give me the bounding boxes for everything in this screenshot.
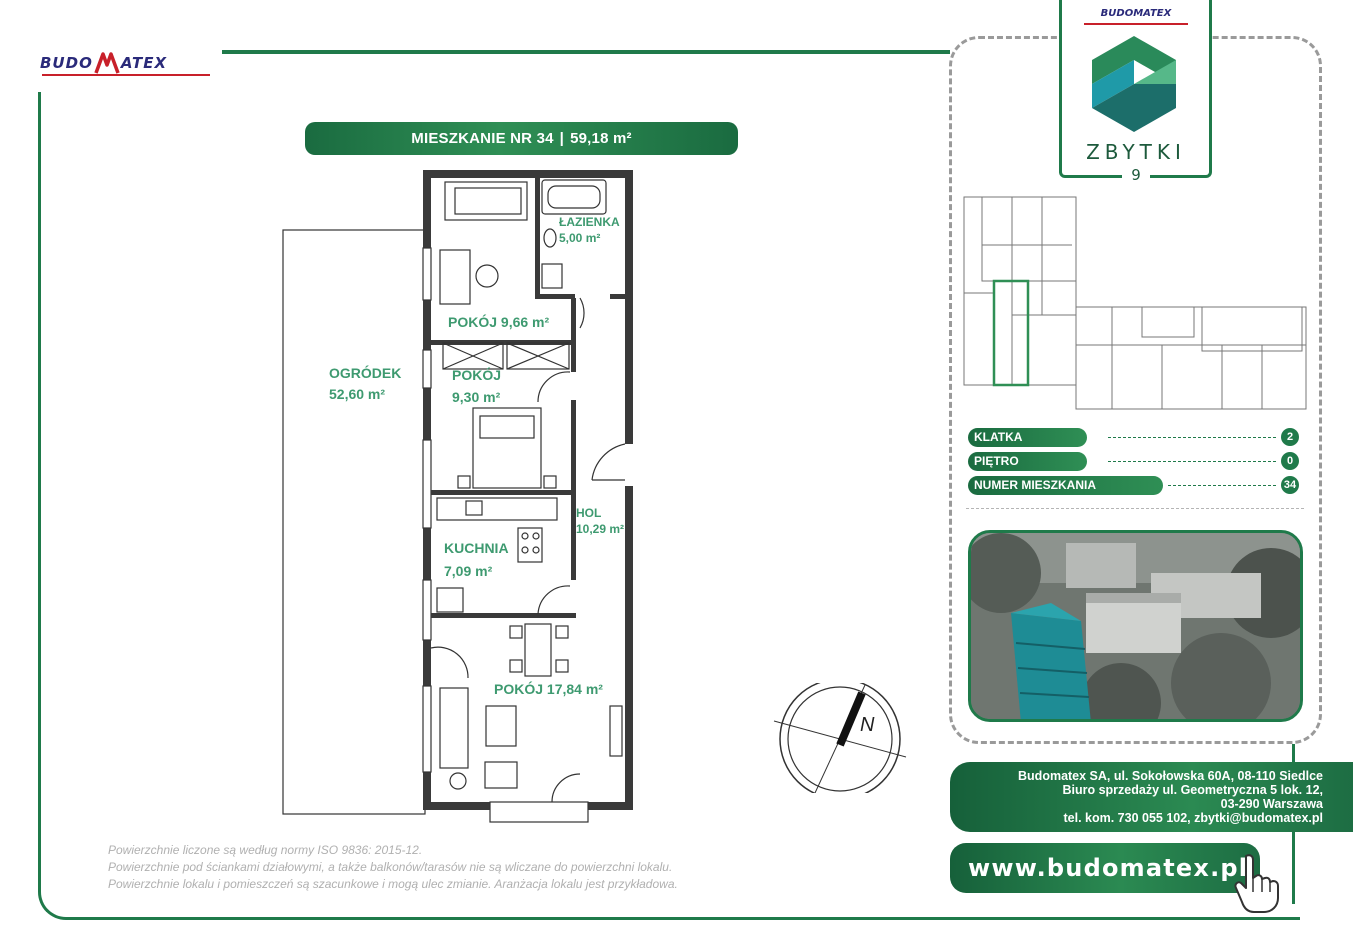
- building-aerial-photo: [968, 530, 1303, 722]
- garden-area: 52,60 m²: [329, 386, 386, 402]
- pointing-hand-icon: [1234, 854, 1279, 913]
- aerial-photo-illustration: [971, 533, 1300, 719]
- contact-city: 03-290 Warszawa: [1220, 797, 1323, 811]
- apartment-number-leader: [1168, 485, 1276, 486]
- room2-area: 9,30 m²: [452, 389, 501, 405]
- top-divider-line: [222, 50, 950, 54]
- floor-plan: OGRÓDEK 52,60 m² ŁAZIENKA 5,00 m² POKÓJ …: [280, 168, 650, 828]
- room1-label: POKÓJ 9,66 m²: [448, 314, 550, 330]
- floor-value: 0: [1281, 452, 1299, 470]
- apartment-number-label: NUMER MIESZKANIA: [968, 476, 1163, 495]
- floor-label: PIĘTRO: [968, 452, 1087, 471]
- compass-icon: N: [773, 683, 907, 793]
- project-box-brand: BUDOMATEX: [1082, 8, 1190, 25]
- building-key-plan: [963, 196, 1307, 410]
- bathroom-name: ŁAZIENKA: [559, 215, 620, 229]
- staircase-leader: [1108, 437, 1276, 438]
- disclaimer-line: Powierzchnie lokalu i pomieszczeń są sza…: [108, 877, 678, 891]
- panel-divider: [966, 508, 1304, 509]
- website-link[interactable]: www.budomatex.pl: [950, 843, 1260, 893]
- room2-name: POKÓJ: [452, 367, 502, 383]
- apartment-number-value: 34: [1281, 476, 1299, 494]
- contact-sales-office: Biuro sprzedaży ul. Geometryczna 5 lok. …: [1062, 783, 1323, 797]
- logo-text-right: ATEX: [120, 54, 168, 72]
- contact-address: Budomatex SA, ul. Sokołowska 60A, 08-110…: [1018, 769, 1323, 783]
- disclaimer: Powierzchnie liczone są według normy ISO…: [108, 842, 748, 893]
- staircase-value: 2: [1281, 428, 1299, 446]
- apartment-banner: MIESZKANIE NR 34 | 59,18 m²: [305, 122, 738, 155]
- logo-m-mark-icon: [94, 52, 120, 74]
- bathroom-area: 5,00 m²: [559, 231, 601, 245]
- kitchen-name: KUCHNIA: [444, 540, 509, 556]
- banner-separator: |: [559, 130, 565, 147]
- contact-lines: Budomatex SA, ul. Sokołowska 60A, 08-110…: [1018, 769, 1323, 825]
- hall-name: HOL: [576, 506, 602, 520]
- logo-text-left: BUDO: [40, 54, 93, 72]
- project-number: 9: [1122, 166, 1150, 188]
- zbytki-logo-icon: [1092, 36, 1176, 132]
- hall-area: 10,29 m²: [576, 522, 625, 536]
- compass-north-label: N: [860, 714, 875, 736]
- logo-underline: [42, 74, 210, 76]
- contact-box: Budomatex SA, ul. Sokołowska 60A, 08-110…: [950, 762, 1353, 832]
- kitchen-area: 7,09 m²: [444, 563, 493, 579]
- contact-phone-email[interactable]: tel. kom. 730 055 102, zbytki@budomatex.…: [1063, 811, 1323, 825]
- disclaimer-line: Powierzchnie liczone są według normy ISO…: [108, 843, 423, 857]
- budomatex-logo: BUDO ATEX: [40, 48, 210, 78]
- staircase-label: KLATKA: [968, 428, 1087, 447]
- project-name: ZBYTKI: [1086, 140, 1186, 164]
- room3-label: POKÓJ 17,84 m²: [494, 681, 603, 697]
- apartment-area: 59,18 m²: [570, 130, 632, 147]
- disclaimer-line: Powierzchnie pod ściankami działowymi, a…: [108, 860, 673, 874]
- garden-name: OGRÓDEK: [329, 365, 402, 381]
- floor-plan-drawing: [282, 170, 633, 823]
- page-frame: [38, 92, 1300, 920]
- apartment-number: MIESZKANIE NR 34: [411, 130, 554, 147]
- floor-leader: [1108, 461, 1276, 462]
